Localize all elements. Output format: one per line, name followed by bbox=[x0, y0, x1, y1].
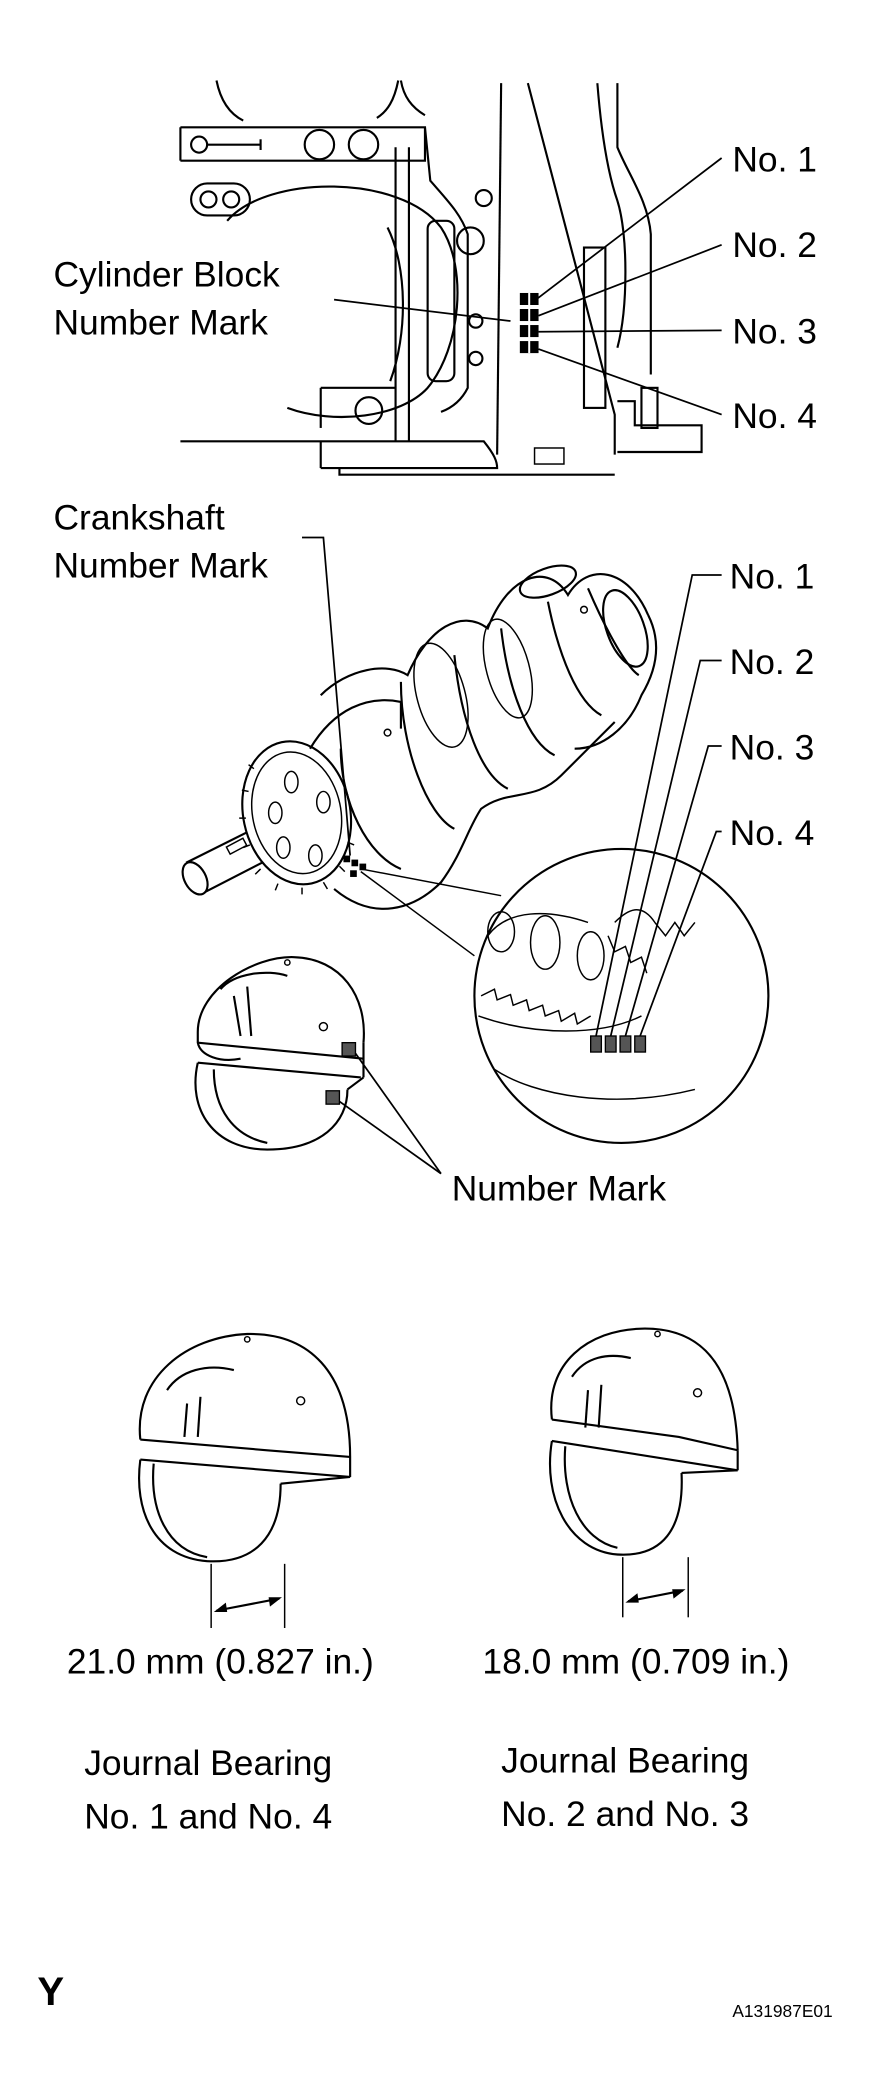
block-label-no2: No. 2 bbox=[732, 225, 817, 265]
bearing-number-mark-label: Number Mark bbox=[452, 1168, 667, 1208]
cylinder-block-title-line1: Cylinder Block bbox=[53, 254, 280, 294]
crank-label-no4: No. 4 bbox=[730, 813, 815, 853]
bearing-1-4-name-line1: Journal Bearing bbox=[84, 1743, 332, 1783]
crank-label-no3: No. 3 bbox=[730, 727, 815, 767]
bearing-1-4 bbox=[138, 1332, 352, 1628]
cylinder-block-leaders bbox=[333, 157, 723, 416]
bearing-1-4-name-line2: No. 1 and No. 4 bbox=[84, 1796, 332, 1836]
bearing-2-3-name-line2: No. 2 and No. 3 bbox=[501, 1794, 749, 1834]
bearing-with-mark bbox=[194, 956, 365, 1151]
bearing-2-3-dimension: 18.0 mm (0.709 in.) bbox=[482, 1641, 789, 1681]
bearing-2-3 bbox=[548, 1327, 739, 1618]
crankshaft-title-line2: Number Mark bbox=[53, 546, 268, 586]
block-label-no1: No. 1 bbox=[732, 139, 817, 179]
crankshaft-leaders bbox=[302, 536, 722, 1037]
corner-letter: Y bbox=[37, 1970, 64, 2014]
bearing-2-3-name-line1: Journal Bearing bbox=[501, 1740, 749, 1780]
cylinder-block-drawing bbox=[179, 80, 703, 476]
cylinder-block-title-line2: Number Mark bbox=[53, 302, 268, 342]
block-label-no3: No. 3 bbox=[732, 312, 817, 352]
crank-label-no2: No. 2 bbox=[730, 642, 815, 682]
bearing-1-4-dimension: 21.0 mm (0.827 in.) bbox=[67, 1641, 374, 1681]
crank-label-no1: No. 1 bbox=[730, 556, 815, 596]
figure-code: A131987E01 bbox=[732, 2001, 832, 2021]
block-label-no4: No. 4 bbox=[732, 396, 817, 436]
detail-magnifier bbox=[360, 847, 770, 1144]
number-mark-leaders bbox=[338, 1052, 442, 1175]
crankshaft-title-line1: Crankshaft bbox=[53, 498, 224, 538]
crankshaft-drawing bbox=[181, 564, 658, 910]
